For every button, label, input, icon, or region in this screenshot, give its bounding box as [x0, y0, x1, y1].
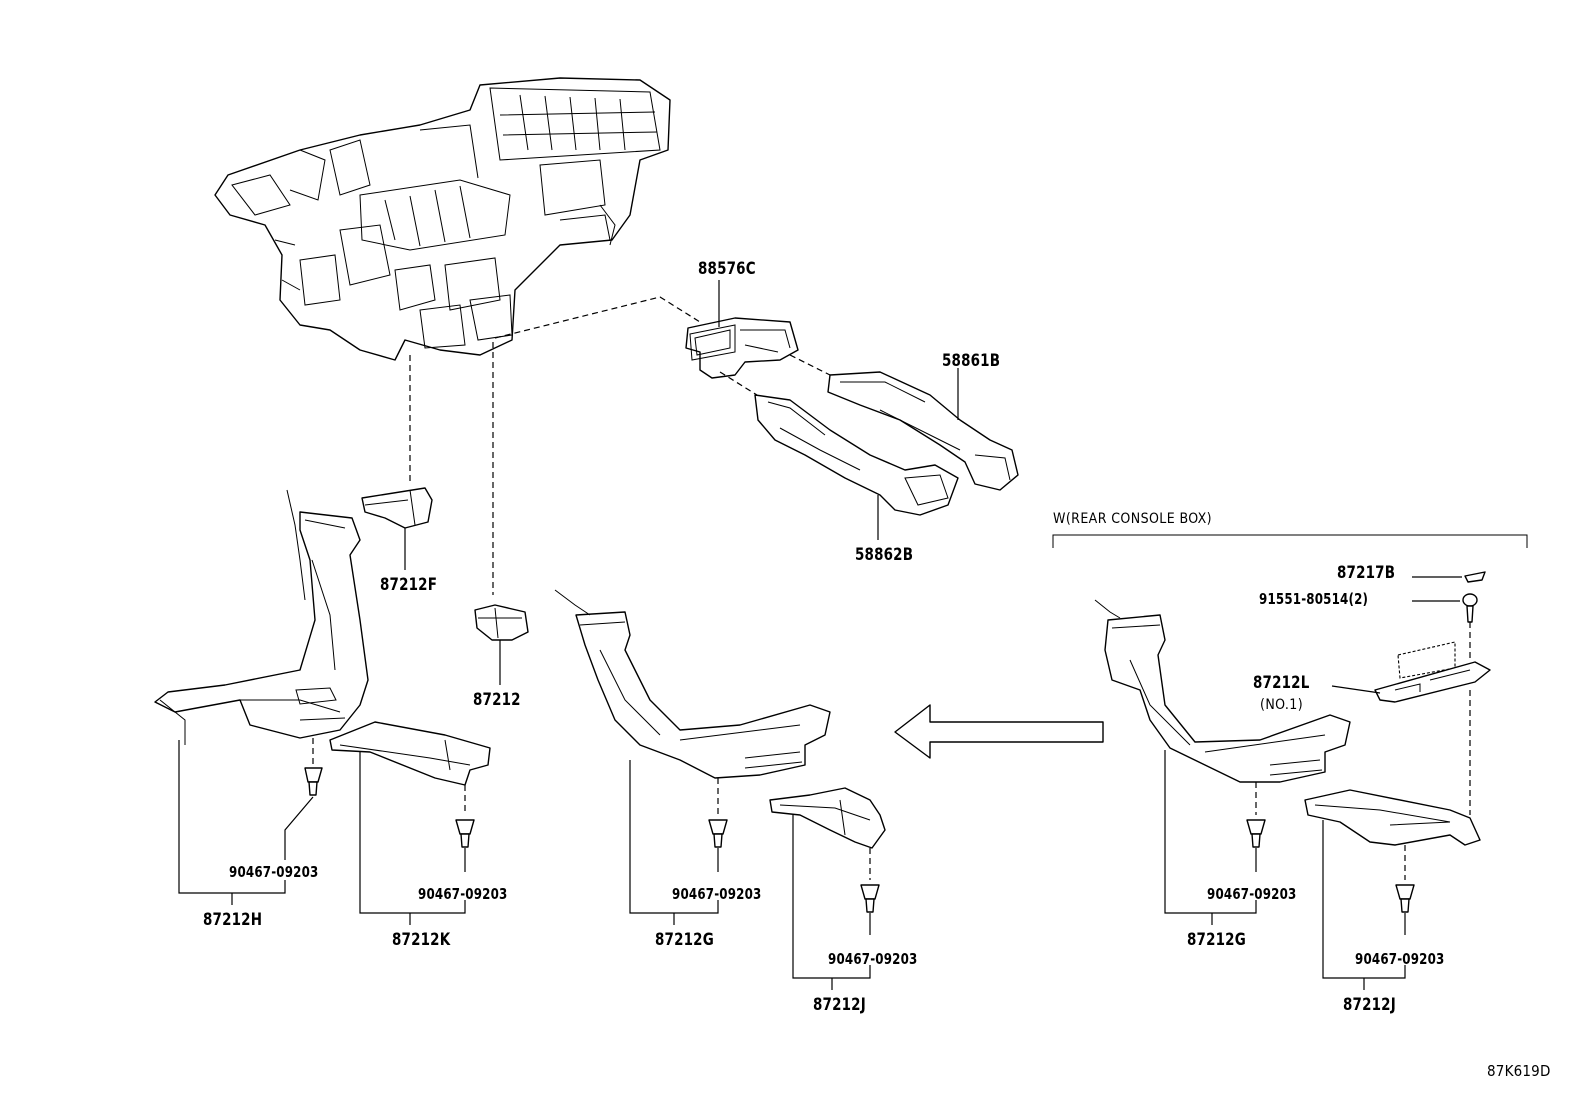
clip-fastener-4 [860, 884, 880, 913]
clip-fastener-3 [708, 819, 728, 848]
bracket-87212h [178, 740, 286, 905]
label-clip-1: 90467-09203 [229, 863, 319, 881]
label-clip-6: 90467-09203 [1355, 950, 1445, 968]
label-87212g-right: 87212G [1187, 930, 1246, 950]
duct-87212f [361, 487, 433, 529]
leader-87212l [1331, 685, 1381, 694]
label-87212j-right: 87212J [1343, 995, 1396, 1015]
bracket-87212k [359, 752, 466, 925]
label-87212h: 87212H [203, 910, 263, 930]
arrow-pointer [894, 704, 1104, 759]
label-87212j-middle: 87212J [813, 995, 866, 1015]
label-clip-2: 90467-09203 [418, 885, 508, 903]
leader-hvac-88576c [494, 296, 701, 339]
clip-fastener-5 [1246, 819, 1266, 848]
label-87217b: 87217B [1337, 563, 1396, 583]
clip-fastener-1 [304, 767, 323, 796]
bracket-87212j-right [1322, 820, 1406, 990]
label-87212l: 87212L [1253, 673, 1310, 693]
floor-duct-87212h [154, 489, 369, 745]
floor-duct-87212j-middle [769, 787, 886, 849]
label-no1: (NO.1) [1260, 697, 1304, 713]
label-87212k: 87212K [392, 930, 451, 950]
leader-88576c-58862b [719, 371, 758, 396]
floor-duct-87212g-right [1094, 599, 1351, 783]
bracket-87212j-middle [792, 815, 871, 990]
label-clip-3: 90467-09203 [672, 885, 762, 903]
leader-clip-1 [284, 796, 314, 860]
duct-joint-88576c [685, 317, 799, 379]
label-clip-4: 90467-09203 [828, 950, 918, 968]
clip-87217b [1464, 571, 1486, 583]
console-plate-87212l [1374, 641, 1491, 703]
condition-bracket [1052, 534, 1528, 548]
label-87212g-middle: 87212G [655, 930, 714, 950]
leader-88576c-58861b [789, 354, 831, 376]
floor-duct-87212g-middle [554, 589, 831, 779]
screw-91551-80514 [1462, 593, 1478, 623]
bracket-87212g-right [1164, 750, 1257, 925]
label-87212: 87212 [473, 690, 521, 710]
diagram-code: 87K619D [1487, 1062, 1551, 1080]
condition-label: W(REAR CONSOLE BOX) [1053, 511, 1213, 527]
label-58862b: 58862B [855, 545, 914, 565]
label-91551: 91551-80514(2) [1259, 590, 1369, 608]
bracket-87212g-middle [629, 760, 719, 925]
duct-87212 [474, 604, 529, 641]
floor-duct-87212j-right [1304, 789, 1481, 846]
clip-fastener-6 [1395, 884, 1415, 913]
label-58861b: 58861B [942, 351, 1001, 371]
rear-duct-58861b [827, 371, 1019, 491]
floor-duct-87212k [329, 721, 491, 786]
rear-duct-58862b [754, 394, 959, 516]
hvac-unit-assembly [214, 77, 671, 361]
label-clip-5: 90467-09203 [1207, 885, 1297, 903]
label-88576c: 88576C [698, 259, 756, 279]
clip-fastener-2 [455, 819, 475, 848]
label-87212f: 87212F [380, 575, 438, 595]
